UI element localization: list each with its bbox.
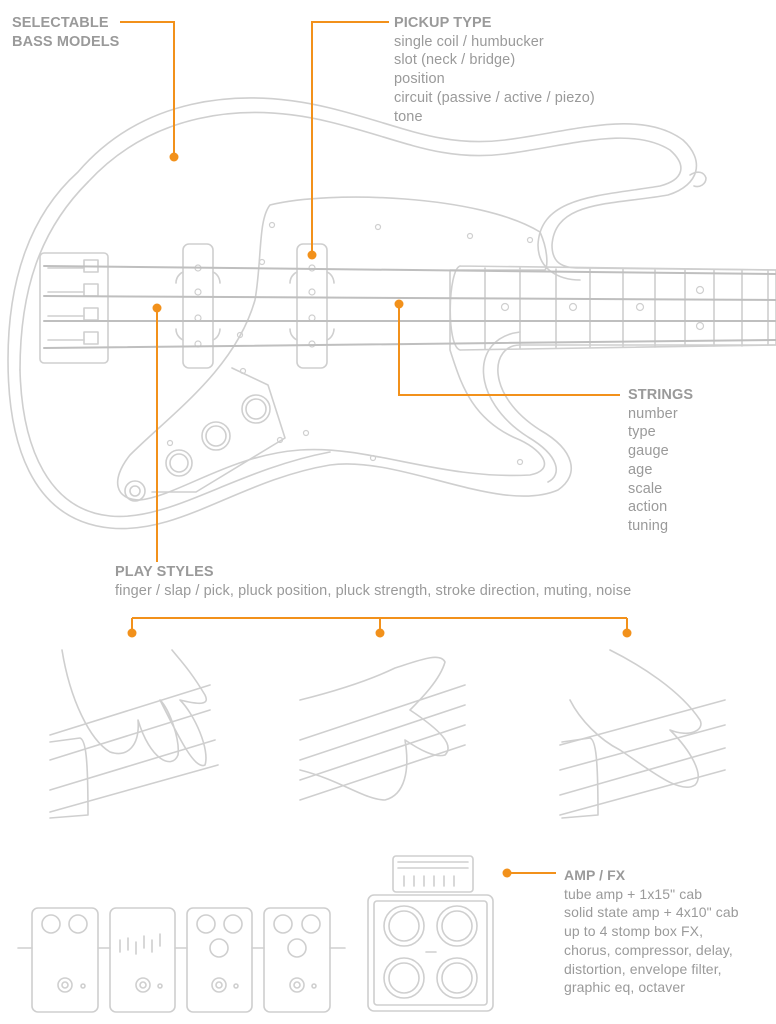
pickguard — [116, 196, 548, 501]
amp-fx-line: chorus, compressor, delay, — [564, 941, 733, 958]
strings-line: action — [628, 499, 668, 516]
strings-line: tuning — [628, 517, 669, 534]
play-styles-title: PLAY STYLES — [115, 564, 214, 580]
bass-models-title-2: BASS MODELS — [12, 33, 120, 50]
amp-fx-title: AMP / FX — [564, 867, 626, 883]
pickup-type-line: position — [394, 71, 445, 88]
callout-dots — [127, 152, 632, 878]
strings-line: number — [628, 405, 678, 422]
control-knobs — [124, 394, 271, 502]
label-bass-models: SELECTABLE BASS MODELS — [12, 14, 119, 51]
amp-fx-line: distortion, envelope filter, — [564, 960, 722, 977]
speaker-cabinet — [367, 894, 494, 1012]
pickup-type-line: single coil / humbucker — [394, 33, 544, 50]
amp-fx-line: solid state amp + 4x10" cab — [564, 904, 739, 921]
neck — [449, 265, 776, 351]
play-styles-line: finger / slap / pick, pluck position, pl… — [115, 582, 632, 599]
strings-line: age — [628, 461, 653, 478]
bass-guitar-body — [7, 97, 776, 530]
label-strings: STRINGS number type gauge age scale acti… — [628, 386, 693, 536]
amp-fx-line: graphic eq, octaver — [564, 979, 685, 996]
callout-play-styles-branch — [131, 617, 628, 632]
finger-style-hand — [49, 649, 219, 819]
pickup-type-line: circuit (passive / active / piezo) — [394, 89, 595, 106]
strings-title: STRINGS — [628, 387, 694, 403]
stomp-box-pedals — [17, 907, 346, 1013]
callout-lines — [120, 21, 628, 874]
callout-strings — [398, 304, 620, 396]
pickups — [175, 243, 335, 369]
pickup-type-line: tone — [394, 108, 423, 125]
strings-line: type — [628, 424, 656, 441]
amp-fx-line: up to 4 stomp box FX, — [564, 923, 704, 940]
label-amp-fx: AMP / FX tube amp + 1x15" cab solid stat… — [564, 866, 739, 997]
pick-style-hand — [559, 649, 726, 819]
label-pickup-type: PICKUP TYPE single coil / humbucker slot… — [394, 14, 595, 126]
strings-line: gauge — [628, 443, 669, 460]
strings-line: scale — [628, 480, 663, 497]
strings — [43, 265, 776, 349]
bass-headstock-knob — [689, 171, 707, 188]
label-play-styles: PLAY STYLES finger / slap / pick, pluck … — [115, 563, 631, 600]
amp-head — [392, 855, 474, 893]
pickup-type-line: slot (neck / bridge) — [394, 52, 516, 69]
slap-style-hand — [299, 656, 466, 801]
bass-models-title-1: SELECTABLE — [12, 15, 109, 31]
callout-bass-models — [120, 21, 175, 156]
amp-fx-line: tube amp + 1x15" cab — [564, 885, 703, 902]
pickup-type-title: PICKUP TYPE — [394, 15, 492, 31]
callout-pickup — [311, 21, 389, 254]
